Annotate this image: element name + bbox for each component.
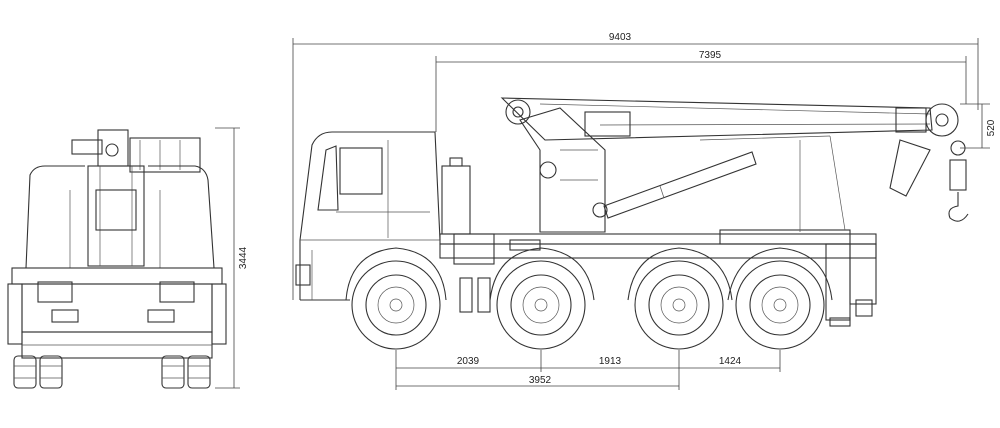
dimension-axle-spacing: 2039 1913 1424 3952 [395,350,781,390]
wheel-2 [496,260,586,350]
dimension-label-axle-1-3: 3952 [529,375,552,386]
dimension-label-boom-length: 7395 [699,50,722,61]
dimension-boom-length: 7395 [435,50,967,132]
side-view [295,97,969,350]
dimension-label-front-height: 3444 [238,246,249,269]
dimension-boom-head-offset: 520 [960,103,997,149]
dimension-front-height: 3444 [215,127,249,389]
dimension-label-boom-head-offset: 520 [986,119,997,136]
dimension-label-axle-1-2: 2039 [457,356,480,367]
wheel-1 [351,260,441,350]
dimension-overall-length: 9403 [292,32,979,300]
dimension-label-axle-3-4: 1424 [719,356,742,367]
front-view [7,129,227,389]
wheel-4 [735,260,825,350]
dimension-label-overall-length: 9403 [609,32,632,43]
wheel-3 [634,260,724,350]
dimension-label-axle-2-3: 1913 [599,356,622,367]
